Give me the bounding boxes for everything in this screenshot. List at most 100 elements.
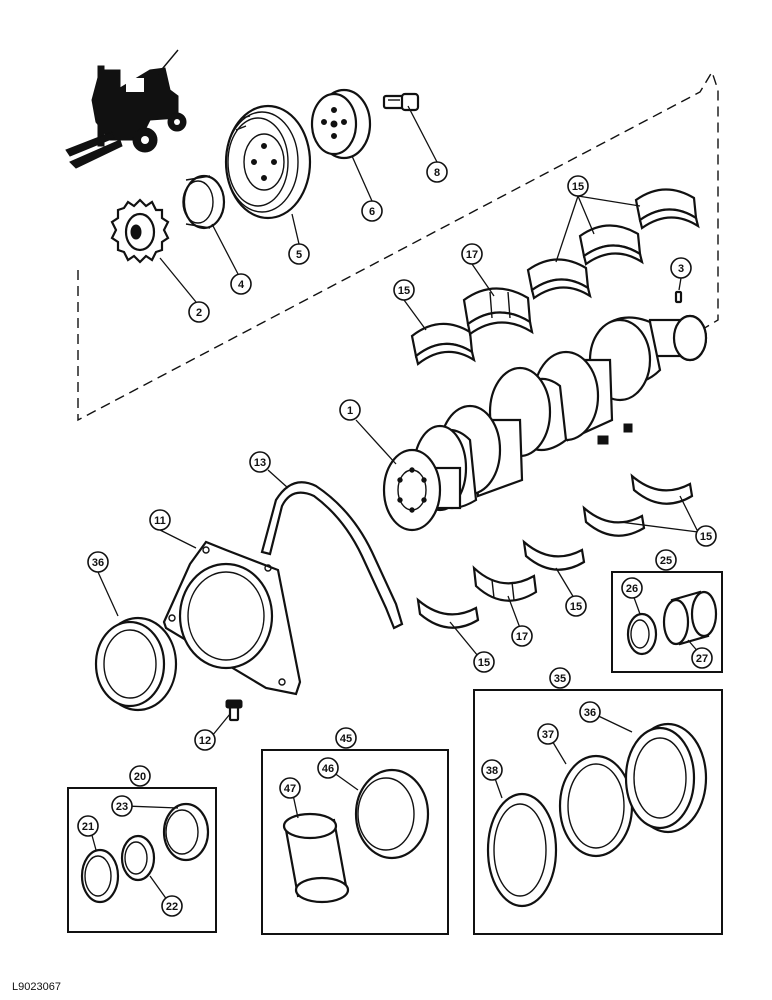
svg-text:26: 26 xyxy=(626,583,638,595)
svg-text:3: 3 xyxy=(678,263,684,275)
callout-15: 15 xyxy=(567,175,589,197)
callout-15: 15 xyxy=(565,595,587,617)
rear-cover-gasket xyxy=(260,481,404,630)
callout-6: 6 xyxy=(361,200,383,222)
svg-text:1: 1 xyxy=(347,405,353,417)
svg-text:20: 20 xyxy=(134,771,146,783)
callout-4: 4 xyxy=(230,273,252,295)
svg-text:15: 15 xyxy=(700,531,712,543)
callout-37: 37 xyxy=(537,723,559,745)
callout-21: 21 xyxy=(77,815,99,837)
bolt xyxy=(382,92,420,112)
kit-box-25 xyxy=(611,571,723,673)
svg-text:23: 23 xyxy=(116,801,128,813)
svg-text:36: 36 xyxy=(92,557,104,569)
sleeve-22 xyxy=(120,834,156,882)
svg-text:35: 35 xyxy=(554,673,566,685)
svg-text:22: 22 xyxy=(166,901,178,913)
callout-1: 1 xyxy=(339,399,361,421)
crankshaft-gear xyxy=(110,198,170,264)
callout-27: 27 xyxy=(691,647,713,669)
dowel-pin xyxy=(674,290,683,304)
figure-code: L9023067 xyxy=(12,981,61,993)
callout-8: 8 xyxy=(426,161,448,183)
callout-5: 5 xyxy=(288,243,310,265)
svg-text:13: 13 xyxy=(254,457,266,469)
crankshaft-hub xyxy=(310,88,372,160)
svg-text:15: 15 xyxy=(478,657,490,669)
svg-text:38: 38 xyxy=(486,765,498,777)
callout-26: 26 xyxy=(621,577,643,599)
svg-text:11: 11 xyxy=(154,515,166,527)
sleeve-37 xyxy=(558,754,634,858)
svg-text:36: 36 xyxy=(584,707,596,719)
rear-oil-seal xyxy=(94,616,178,712)
kit-box-35 xyxy=(473,689,723,935)
callout-23: 23 xyxy=(111,795,133,817)
upper-bearing-shell xyxy=(578,224,644,266)
svg-text:15: 15 xyxy=(570,601,582,613)
svg-text:21: 21 xyxy=(82,821,94,833)
dashed-assembly-outline xyxy=(77,70,719,422)
callout-17: 17 xyxy=(511,625,533,647)
callout-22: 22 xyxy=(161,895,183,917)
lower-bearing-shell xyxy=(416,597,480,629)
svg-text:6: 6 xyxy=(369,206,375,218)
callout-12: 12 xyxy=(194,729,216,751)
callout-38: 38 xyxy=(481,759,503,781)
seal-23 xyxy=(162,802,210,862)
upper-bearing-shell xyxy=(526,258,592,300)
rear-cover xyxy=(162,540,302,696)
callout-36: 36 xyxy=(579,701,601,723)
svg-text:37: 37 xyxy=(542,729,554,741)
spacer-ring xyxy=(182,174,226,230)
callout-13: 13 xyxy=(249,451,271,473)
upper-thrust-bearing xyxy=(462,287,534,336)
wear-sleeve-27 xyxy=(662,590,718,646)
sleeve-46 xyxy=(354,768,430,860)
callout-20: 20 xyxy=(129,765,151,787)
lower-bearing-shell xyxy=(582,505,646,537)
callout-25: 25 xyxy=(655,549,677,571)
callout-47: 47 xyxy=(279,777,301,799)
callout-17: 17 xyxy=(461,243,483,265)
svg-text:47: 47 xyxy=(284,783,296,795)
callout-3: 3 xyxy=(670,257,692,279)
kit-box-45 xyxy=(261,749,449,935)
callout-36: 36 xyxy=(87,551,109,573)
svg-text:8: 8 xyxy=(434,167,440,179)
seal-21 xyxy=(80,848,120,904)
seal-38 xyxy=(486,792,558,908)
upper-bearing-shell xyxy=(634,188,700,230)
svg-text:17: 17 xyxy=(516,631,528,643)
seal-36 xyxy=(624,722,708,834)
lower-thrust-bearing xyxy=(472,565,538,602)
lower-bearing-shell xyxy=(630,473,694,505)
wear-sleeve-26 xyxy=(626,612,658,656)
svg-text:12: 12 xyxy=(199,735,211,747)
svg-text:27: 27 xyxy=(696,653,708,665)
pulley xyxy=(224,104,312,220)
svg-text:15: 15 xyxy=(572,181,584,193)
callout-45: 45 xyxy=(335,727,357,749)
svg-text:46: 46 xyxy=(322,763,334,775)
upper-bearing-shell xyxy=(410,322,476,366)
callout-35: 35 xyxy=(549,667,571,689)
forklift-icon xyxy=(65,49,187,169)
callout-2: 2 xyxy=(188,301,210,323)
installer-47 xyxy=(282,812,350,904)
callout-15: 15 xyxy=(393,279,415,301)
lower-bearing-shell xyxy=(522,539,586,571)
svg-text:45: 45 xyxy=(340,733,352,745)
kit-box-20 xyxy=(67,787,217,933)
cover-bolt xyxy=(225,699,243,722)
svg-text:25: 25 xyxy=(660,555,672,567)
callout-11: 11 xyxy=(149,509,171,531)
svg-text:2: 2 xyxy=(196,307,202,319)
callout-46: 46 xyxy=(317,757,339,779)
svg-text:4: 4 xyxy=(238,279,245,291)
svg-text:15: 15 xyxy=(398,285,410,297)
callout-15: 15 xyxy=(473,651,495,673)
svg-text:5: 5 xyxy=(296,249,302,261)
